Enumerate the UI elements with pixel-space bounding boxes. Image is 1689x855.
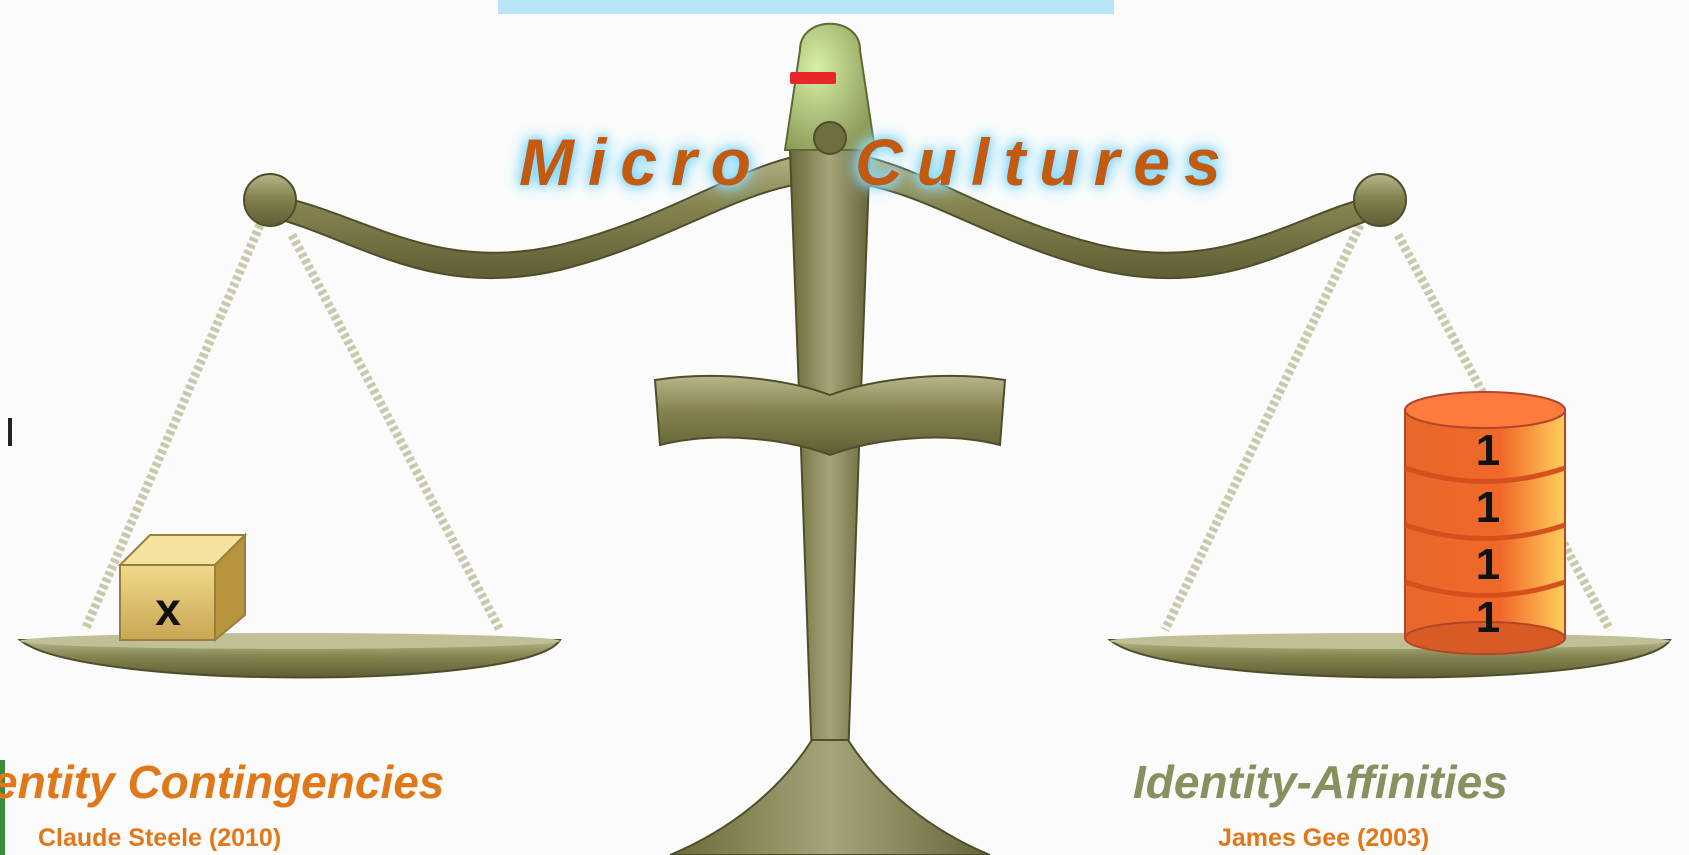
left-heading: entity Contingencies [0,756,445,808]
scale-crescent [653,374,1007,457]
title-word-cultures: Cultures [855,125,1235,199]
stacked-cylinder-icon: 1 1 1 1 [1404,391,1566,655]
stack-label-3: 1 [1476,540,1500,589]
x-box-icon: x [117,532,248,643]
box-label: x [155,583,181,635]
left-chains [80,223,504,633]
right-beam-knob [1353,173,1407,227]
stack-label-4: 1 [1476,593,1500,642]
title-word-micro: Micro [518,125,765,199]
left-beam-knob [243,173,297,227]
right-heading: Identity-Affinities [1133,756,1508,808]
left-pan [17,639,562,679]
scale-base [669,739,991,855]
right-author: James Gee (2003) [1218,824,1430,852]
scale-finial [783,22,877,151]
title-hyphen [790,72,836,84]
page-title: Micro Cultures [0,48,1689,200]
stack-label-2: 1 [1476,483,1500,532]
stack-label-1: 1 [1476,426,1500,475]
left-author: Claude Steele (2010) [38,824,282,852]
